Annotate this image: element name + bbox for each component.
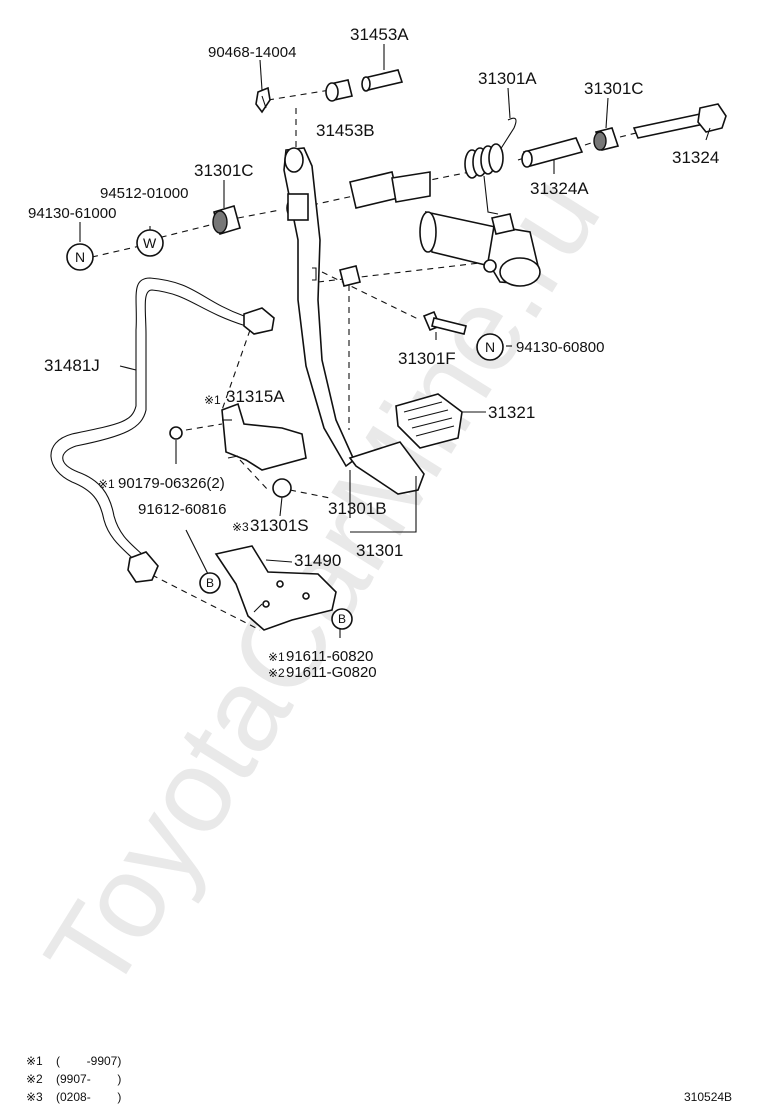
footnotes: ※1 ( -9907) ※2 (9907- ) ※3 (0208- )	[26, 1054, 121, 1104]
label-31301B: 31301B	[328, 499, 387, 518]
label-91611-60820-mark: ※1	[268, 650, 285, 664]
svg-text:B: B	[206, 576, 214, 590]
pedal-plate-31301B	[348, 441, 425, 495]
pedal-arm	[283, 147, 355, 468]
label-31301S: 31301S	[250, 516, 309, 535]
clutch-master-cylinder	[419, 210, 541, 287]
pedal-stopper-block	[339, 265, 361, 287]
pipe-31481J	[50, 277, 275, 583]
label-94130-61000: 94130-61000	[28, 205, 116, 222]
bushing-31301C-right	[593, 127, 620, 151]
footnote-3-range: (0208- )	[56, 1090, 121, 1104]
bolt-31301F	[422, 310, 467, 335]
label-31301F: 31301F	[398, 349, 456, 368]
svg-text:N: N	[75, 249, 85, 265]
push-rod-clevis	[349, 171, 431, 209]
diagram-code: 310524B	[684, 1090, 732, 1104]
footnote-1-range: ( -9907)	[56, 1054, 121, 1068]
symbol-n-right: N	[476, 333, 504, 361]
label-31315A-mark: ※1	[204, 393, 221, 407]
label-31453B: 31453B	[316, 121, 375, 140]
assembly-lines	[91, 89, 637, 631]
label-31490: 31490	[294, 551, 341, 570]
footnote-2-range: (9907- )	[56, 1072, 121, 1086]
clip-90468	[255, 86, 271, 114]
label-31301S-mark: ※3	[232, 520, 249, 534]
footnote-2-mark: ※2	[26, 1072, 43, 1086]
collar-31324A	[521, 137, 584, 168]
footnote-1-mark: ※1	[26, 1054, 43, 1068]
nut-90179	[169, 426, 183, 440]
label-91611-G0820: 91611-G0820	[286, 664, 377, 681]
label-31324A: 31324A	[530, 179, 589, 198]
label-31453A: 31453A	[350, 25, 409, 44]
label-31315A: 31315A	[226, 387, 285, 406]
bolt-31324	[632, 103, 727, 139]
label-31321: 31321	[488, 403, 535, 422]
label-90468-14004: 90468-14004	[208, 44, 296, 61]
bracket-31490	[214, 545, 337, 631]
bracket-31315A	[221, 402, 307, 471]
label-90179-06326: 90179-06326(2)	[118, 475, 225, 492]
label-31301A: 31301A	[478, 69, 537, 88]
label-31301C-right: 31301C	[584, 79, 644, 98]
svg-text:W: W	[143, 235, 157, 251]
label-94130-60800: 94130-60800	[516, 339, 604, 356]
label-91611-60820: 91611-60820	[286, 648, 373, 665]
symbol-b-right: B	[331, 608, 353, 630]
label-31301: 31301	[356, 541, 403, 560]
label-94512-01000: 94512-01000	[100, 185, 188, 202]
svg-text:B: B	[338, 612, 346, 626]
symbol-n-left: N	[66, 243, 94, 271]
symbol-w-left: W	[136, 229, 164, 257]
return-spring-31301A	[464, 117, 517, 215]
bushing-31301C-left	[212, 204, 241, 236]
label-90179-mark: ※1	[98, 477, 115, 491]
footnote-3-mark: ※3	[26, 1090, 43, 1104]
pin-31453A	[361, 69, 404, 92]
label-31481J: 31481J	[44, 356, 100, 375]
stopper-31301S	[272, 478, 292, 498]
bushing-31453B	[325, 79, 353, 102]
label-91611-G0820-mark: ※2	[268, 666, 285, 680]
svg-text:N: N	[485, 339, 495, 355]
pedal-pad-31321	[395, 393, 463, 449]
symbol-b-left: B	[199, 572, 221, 594]
label-91612-60816: 91612-60816	[138, 501, 226, 518]
leader-lines	[79, 44, 711, 638]
label-31324: 31324	[672, 148, 719, 167]
label-31301C-left: 31301C	[194, 161, 254, 180]
